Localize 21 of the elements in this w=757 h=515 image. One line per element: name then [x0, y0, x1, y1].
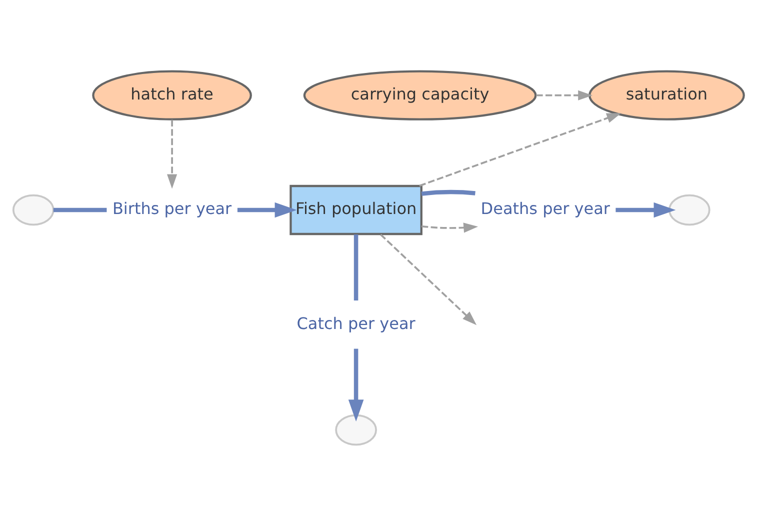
- arrow: [536, 90, 593, 100]
- node-text: Deaths per year: [480, 198, 610, 218]
- node-ellipse: carrying capacity: [303, 70, 537, 120]
- arrow: [419, 112, 622, 186]
- node-ellipse: hatch rate: [92, 70, 252, 120]
- connector: [53, 207, 107, 212]
- arrow: [167, 119, 178, 188]
- node-text: Births per year: [112, 198, 232, 218]
- arrow: [616, 202, 676, 218]
- node-cloud: [335, 414, 377, 446]
- node-cloud: [12, 194, 54, 226]
- connector: [354, 234, 358, 300]
- arrow: [421, 222, 478, 232]
- connector: [421, 189, 476, 196]
- arrow: [237, 202, 297, 218]
- node-box: Fish population: [290, 184, 422, 235]
- node-cloud: [668, 194, 710, 226]
- arrow: [348, 348, 364, 422]
- node-text: Catch per year: [296, 313, 416, 332]
- node-ellipse: saturation: [588, 70, 745, 120]
- arrow: [380, 233, 477, 325]
